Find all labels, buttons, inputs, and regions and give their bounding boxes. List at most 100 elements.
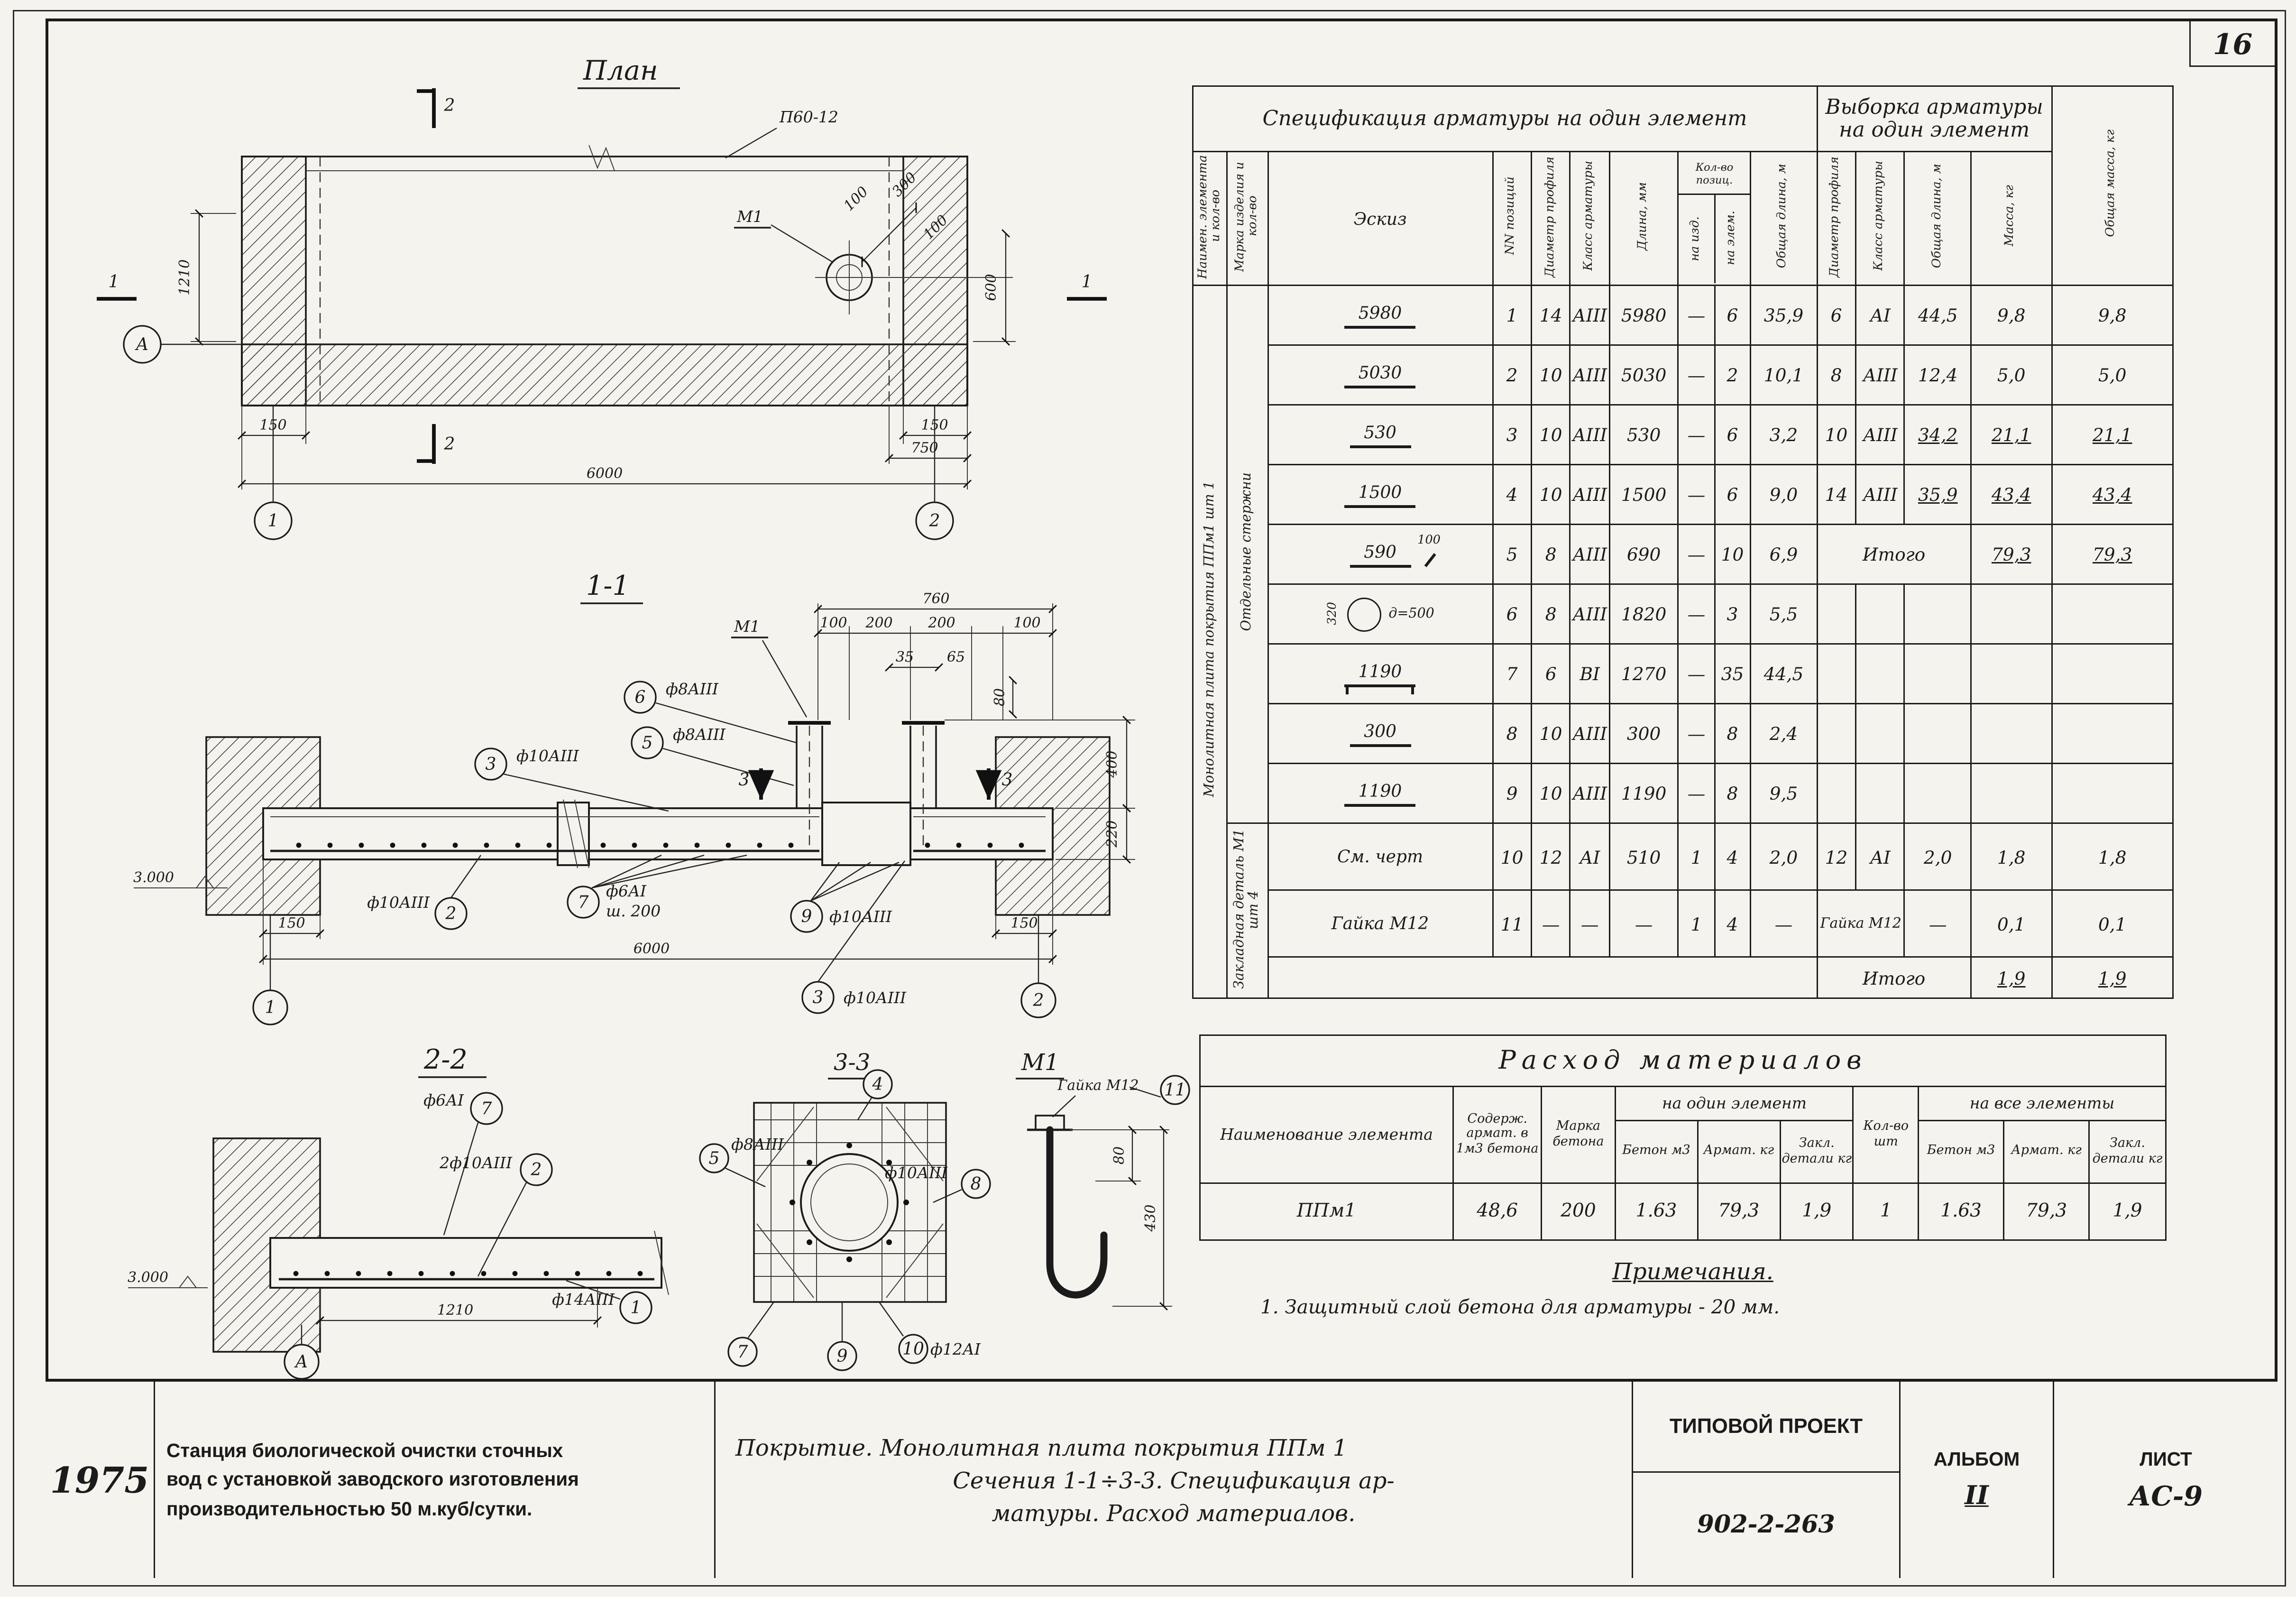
spec-cell: 79,3: [1970, 524, 2053, 585]
axis-label: 2: [929, 511, 940, 531]
sheet-label: ЛИСТ: [2140, 1448, 2192, 1470]
spec-cell: 6,9: [1749, 524, 1818, 585]
dim-label: 35: [896, 649, 914, 665]
spec-col-header: Общая длина, м: [1749, 151, 1818, 286]
dim-label: 430: [1142, 1204, 1159, 1232]
note-item: 1. Защитный слой бетона для арматуры - 2…: [1260, 1296, 1780, 1319]
spec-cell: 6: [1816, 285, 1857, 346]
spec-cell: АIII: [1570, 703, 1610, 764]
spec-cell: 21,1: [1970, 404, 2053, 465]
spec-cell: 10: [1713, 524, 1751, 585]
spec-cell: [1816, 583, 1857, 645]
spec-cell: [1904, 763, 1972, 824]
spec-cell: —: [1678, 703, 1716, 764]
spec-sketch: 1190: [1267, 643, 1494, 704]
materials-col-header: Армат. кг: [1697, 1120, 1781, 1184]
section-3-3-drawing: 3-3 4 5 ф8АIII ф10АIII 8: [699, 1049, 991, 1371]
spec-sketch: 300: [1267, 703, 1494, 764]
materials-col-header: Марка бетона: [1541, 1086, 1616, 1184]
spec-sketch: 530: [1267, 404, 1494, 465]
materials-cell: ППм1: [1199, 1182, 1454, 1241]
station-line: Станция биологической очистки сточных: [166, 1440, 563, 1462]
materials-col-header: Наименование элемента: [1199, 1086, 1454, 1184]
spec-cell: 5,0: [1970, 344, 2053, 406]
section-mark: 3: [1002, 770, 1013, 790]
dim-label: 600: [983, 274, 1000, 301]
section-title: 2-2: [423, 1044, 468, 1075]
rebar-label: ф8АIII: [673, 725, 726, 744]
callout-bubble: [631, 726, 664, 759]
dim-label: 750: [911, 440, 938, 456]
materials-col-header: Бетон м3: [1614, 1120, 1699, 1184]
spec-cell: АIII: [1855, 344, 1906, 406]
title-block: 1975 Станция биологической очистки сточн…: [46, 1379, 2278, 1579]
album-label: АЛЬБОМ: [1933, 1449, 2020, 1471]
spec-cell: 10: [1492, 822, 1533, 891]
callout-number: 9: [801, 907, 812, 926]
materials-cell: 1.63: [1614, 1182, 1699, 1241]
materials-col-header: Содерж. армат. в 1м3 бетона: [1452, 1086, 1543, 1184]
callout-number: 8: [971, 1174, 982, 1194]
plan-slab-outline: [241, 156, 968, 406]
spec-cell: —: [1678, 344, 1716, 406]
axis-bubble: [1020, 982, 1056, 1018]
station-line: вод с установкой заводского изготовления: [166, 1468, 579, 1490]
spec-cell: —: [1608, 889, 1680, 958]
spec-cell: —: [1570, 889, 1610, 958]
opening-circle: [800, 1153, 899, 1252]
callout-number: 4: [872, 1075, 883, 1094]
callout-number: 2: [445, 904, 457, 923]
dim-label: 100: [841, 184, 872, 214]
project-label: ТИПОВОЙ ПРОЕКТ: [1633, 1382, 1899, 1473]
axis-label: 2: [1033, 991, 1044, 1010]
callout-number: 9: [837, 1347, 848, 1366]
sheet-number: АС-9: [2129, 1481, 2203, 1513]
spec-cell: 0,1: [1970, 889, 2053, 958]
spec-cell: 44,5: [1749, 643, 1818, 704]
dim-label: 1210: [176, 259, 193, 295]
desc-line: Сечения 1-1÷3-3. Спецификация ар-: [953, 1467, 1395, 1494]
spec-cell: 1: [1492, 285, 1533, 346]
section-mark: 2: [444, 434, 455, 454]
spec-cell: 11: [1492, 889, 1533, 958]
plan-title: План: [583, 55, 658, 86]
materials-cell: 1: [1853, 1182, 1919, 1241]
spec-cell: 6: [1713, 404, 1751, 465]
spec-cell: [1855, 763, 1906, 824]
callout-bubble: [727, 1337, 758, 1367]
dim-label: 1210: [437, 1302, 473, 1319]
spec-cell: 3: [1713, 583, 1751, 645]
level-label: 3.000: [128, 1269, 168, 1286]
spec-cell: АI: [1570, 822, 1610, 891]
spec-cell: [2051, 583, 2174, 645]
plan-drawing: План М1 100 300 100 П60-12 1210: [97, 55, 1107, 540]
section-2-2-drawing: 2-2 ф6АI 7 2ф10АIII 2 ф14АIII 1 1210 3.0…: [128, 1044, 669, 1380]
spec-cell: —: [1678, 763, 1716, 824]
sheet-outer-frame: [13, 10, 2286, 1588]
dim-label: 100: [820, 615, 847, 631]
rebar-dots: [293, 1271, 643, 1276]
detail-title: М1: [1021, 1049, 1059, 1076]
section-mark: 2: [444, 96, 455, 115]
sheet-description-cell: Покрытие. Монолитная плита покрытия ППм …: [714, 1382, 1632, 1579]
spec-cell: [1267, 956, 1818, 999]
spec-cell: 4: [1492, 464, 1533, 525]
spec-sketch: 1190: [1267, 763, 1494, 824]
m1-label: М1: [734, 617, 760, 636]
spec-cell: 7: [1492, 643, 1533, 704]
spec-cell: 12: [1531, 822, 1571, 891]
spec-sketch: Гайка М12: [1267, 889, 1494, 958]
spec-cell: [2051, 703, 2174, 764]
materials-cell: 79,3: [2003, 1182, 2090, 1241]
desc-line: матуры. Расход материалов.: [992, 1499, 1356, 1527]
spec-cell: 10: [1531, 464, 1571, 525]
spec-cell: 9,8: [2051, 285, 2174, 346]
spec-cell: [1970, 703, 2053, 764]
spec-cell: 8: [1713, 763, 1751, 824]
spec-cell: 14: [1531, 285, 1571, 346]
spec-title: Спецификация арматуры на один элемент: [1192, 85, 1818, 152]
callout-bubble: [470, 1092, 503, 1125]
